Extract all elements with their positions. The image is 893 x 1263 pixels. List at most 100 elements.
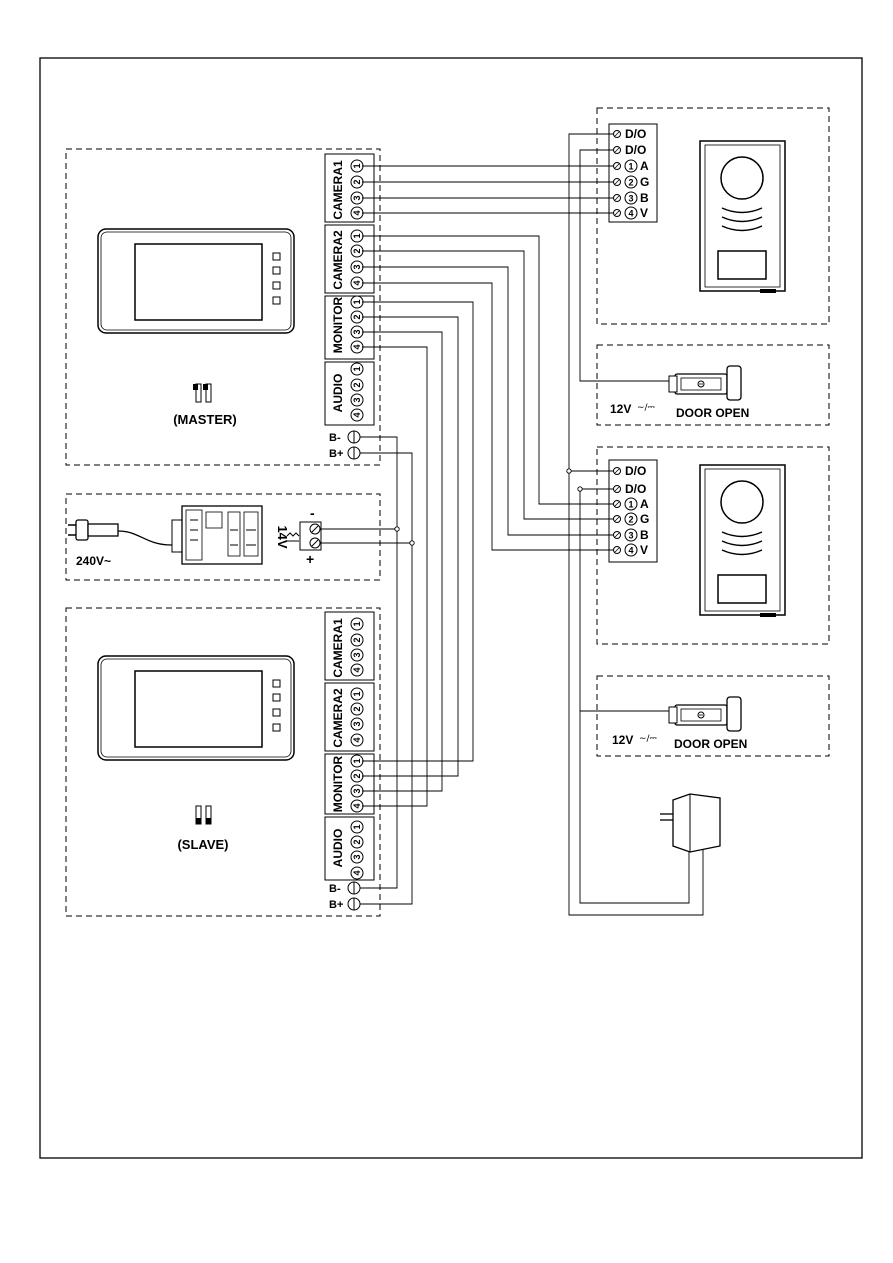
svg-text:4: 4 [628,546,633,556]
door-lock-2-label: DOOR OPEN [674,737,747,751]
wire-master-cam2-3 [362,266,614,536]
master-audio-terminal-1: 1 [350,362,364,376]
slave-camera1-terminal-4: 4 [350,663,364,677]
slave-audio-terminal-4: 4 [350,866,364,880]
svg-text:2: 2 [352,248,362,253]
svg-text:3: 3 [352,397,362,402]
power-output-symbol-icon [286,532,300,542]
door-lock-1-label: DOOR OPEN [676,406,749,420]
svg-text:4: 4 [352,344,362,349]
master-bus-terminal-plus [347,446,361,460]
wire-master-cam2-2 [362,250,614,520]
door-lock-1: 12V ∼/⎓ DOOR OPEN [596,344,830,426]
door-lock-2-voltage-label: 12V [612,733,633,747]
svg-text:D/O: D/O [625,143,646,157]
svg-text:1: 1 [352,299,362,304]
outdoor-station-2-unit [699,464,786,618]
master-monitor: (MASTER) CAMERA1 CAMERA2 MONITOR AUDIO 1… [65,148,381,466]
svg-text:4: 4 [352,737,362,742]
slave-monitor-terminal-3: 3 [350,784,364,798]
power-minus-label: - [310,505,315,521]
svg-text:D/O: D/O [625,482,646,496]
svg-text:G: G [640,512,649,526]
master-monitor-unit [97,228,295,334]
slave-camera2-terminal-1: 1 [350,687,364,701]
master-dip-switch-icon [193,383,212,403]
svg-text:4: 4 [352,412,362,417]
svg-text:1: 1 [352,233,362,238]
master-bus-terminal-minus [347,430,361,444]
slave-camera1-terminal-1: 1 [350,617,364,631]
door-lock-2-acdc-symbol-icon: ∼/⎓ [639,734,657,744]
slave-camera1-terminal-3: 3 [350,648,364,662]
svg-text:3: 3 [352,652,362,657]
mains-plug-icon [68,519,173,546]
outdoor-station-1-terminal-2: D/O [613,143,646,157]
outdoor-station-1-unit [699,140,786,294]
door-lock-1-voltage-label: 12V [610,402,631,416]
master-audio-terminal-4: 4 [350,408,364,422]
svg-text:3: 3 [352,195,362,200]
svg-text:3: 3 [352,264,362,269]
svg-text:G: G [640,175,649,189]
wire-lock2-adapter [579,711,690,904]
slave-monitor-terminal-2: 2 [350,769,364,783]
wire-monitor-4 [362,346,428,807]
master-group-label-camera1: CAMERA1 [331,160,345,220]
svg-text:1: 1 [352,824,362,829]
master-dashed-box [65,148,381,466]
master-audio-terminal-2: 2 [350,378,364,392]
slave-group-label-camera2: CAMERA2 [331,688,345,748]
wire-junction-dots [394,468,583,546]
svg-text:V: V [640,206,648,220]
svg-text:1: 1 [352,621,362,626]
master-monitor-terminal-3: 3 [350,325,364,339]
din-power-supply-icon [171,505,263,565]
wire-os1-do2 [579,149,669,382]
master-group-label-monitor: MONITOR [331,296,345,353]
door-lock-2-dashed-box [596,675,830,757]
power-terminal-plus [309,537,321,549]
svg-text:1: 1 [352,691,362,696]
svg-text:D/O: D/O [625,464,646,478]
outdoor-station-1-terminal-1: D/O [613,127,646,141]
outdoor-station-2-dashed-box [596,446,830,645]
master-role-label: (MASTER) [173,412,237,427]
svg-text:3: 3 [352,788,362,793]
svg-text:4: 4 [352,280,362,285]
svg-text:1: 1 [352,163,362,168]
wire-master-cam2-4 [362,282,614,551]
door-lock-1-dashed-box [596,344,830,426]
master-camera2-terminal-4: 4 [350,276,364,290]
slave-role-label: (SLAVE) [177,837,228,852]
slave-camera2-terminal-2: 2 [350,702,364,716]
door-lock-1-icon [668,365,742,401]
slave-group-label-monitor: MONITOR [331,755,345,812]
master-camera2-terminal-3: 3 [350,260,364,274]
svg-text:1: 1 [628,162,633,172]
wire-bus-plus [360,452,413,905]
door-lock-2-icon [668,696,742,732]
power-output-voltage-label: 14V [275,525,290,548]
power-terminal-minus [309,523,321,535]
svg-text:2: 2 [352,637,362,642]
slave-audio-terminal-1: 1 [350,820,364,834]
power-supply: 240V~ 14V - + [65,493,381,581]
slave-camera2-terminal-4: 4 [350,733,364,747]
wire-master-cam2-1 [362,235,614,505]
slave-bus-terminal-minus [347,881,361,895]
slave-camera2-terminal-3: 3 [350,717,364,731]
wire-monitor-1 [362,301,474,762]
slave-monitor-unit [97,655,295,761]
power-plus-label: + [306,551,314,567]
master-group-label-camera2: CAMERA2 [331,230,345,290]
svg-text:3: 3 [352,329,362,334]
master-camera1-terminal-1: 1 [350,159,364,173]
